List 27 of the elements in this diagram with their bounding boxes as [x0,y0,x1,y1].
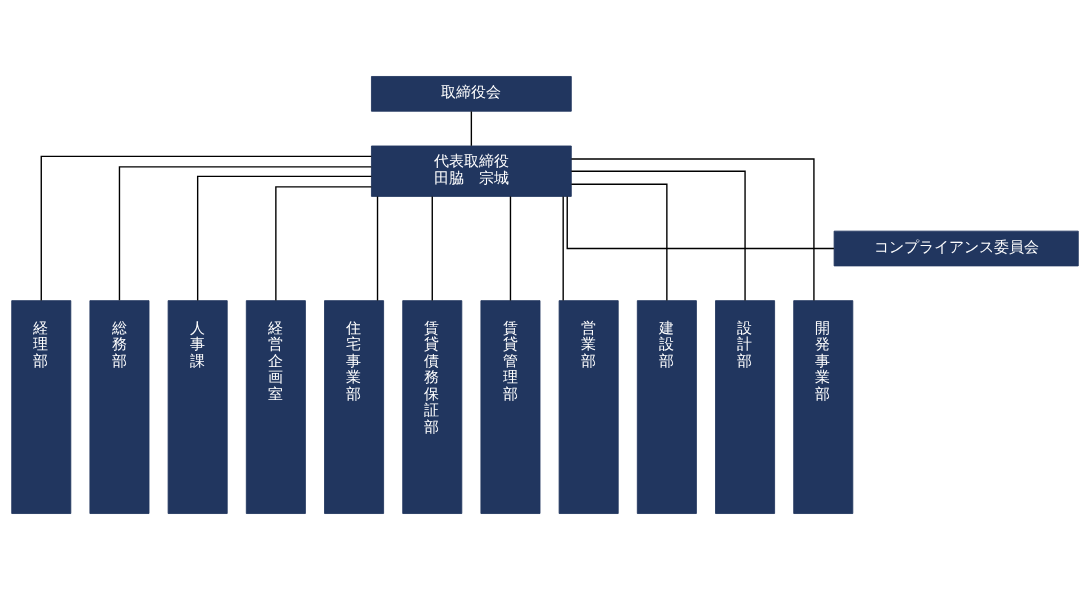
node-box: 賃貸債務保証部 [402,300,463,514]
node-box: 人事課 [167,300,228,514]
node-box: 取締役会 [371,76,572,112]
node-box: 営業部 [558,300,619,514]
connector [470,110,473,147]
connector [40,155,373,302]
connector [570,170,746,302]
node-box: 代表取締役 田脇 宗城 [371,145,572,197]
node-box: コンプライアンス委員会 [833,230,1079,267]
node-box: 開発事業部 [793,300,854,514]
connector [196,175,373,302]
connector [509,195,512,302]
connector [118,166,372,301]
node-box: 建設部 [636,300,697,514]
connector [562,195,564,302]
node-box: 経理部 [11,300,72,514]
connector [570,158,815,302]
connector [431,195,433,302]
connector [566,195,835,250]
node-box: 住宅事業部 [324,300,385,514]
node-box: 賃貸管理部 [480,300,541,514]
connector [275,186,372,302]
node-box: 総務部 [89,300,150,514]
connector [570,183,668,302]
connector [376,195,379,302]
node-box: 設計部 [715,300,776,514]
node-box: 経営企画室 [245,300,306,514]
